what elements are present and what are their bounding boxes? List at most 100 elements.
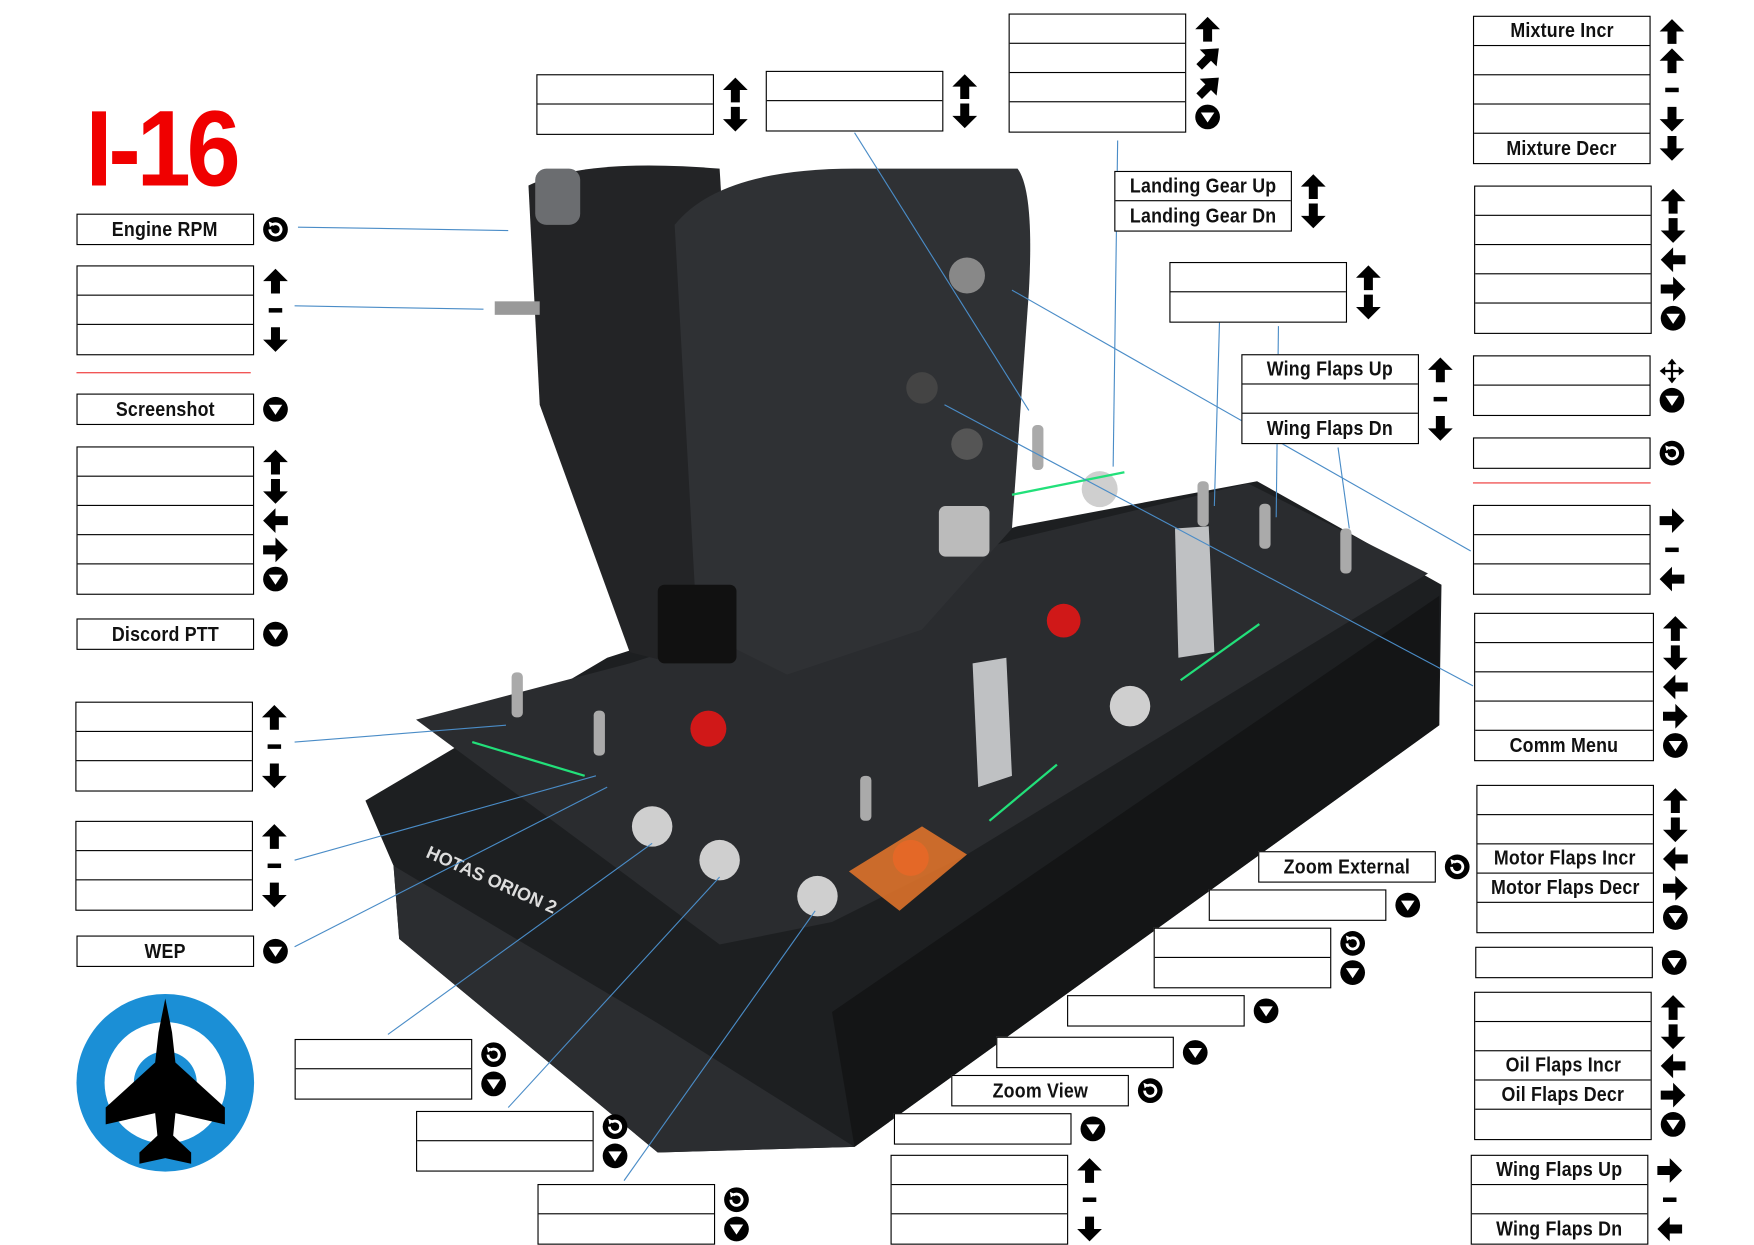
binding-field[interactable] [76, 732, 252, 762]
binding-field[interactable] [1474, 386, 1649, 415]
binding-field[interactable] [1474, 46, 1650, 76]
binding-field[interactable] [1010, 102, 1185, 131]
binding-field[interactable] [1009, 73, 1186, 103]
binding-field[interactable] [1170, 263, 1346, 293]
binding-field[interactable] [1475, 1022, 1651, 1052]
binding-field[interactable]: Motor Flaps Decr [1477, 874, 1653, 903]
binding-field[interactable] [1154, 929, 1331, 958]
binding-field[interactable] [766, 72, 943, 102]
binding-field[interactable] [1009, 44, 1186, 74]
binding-field[interactable]: Zoom External [1259, 852, 1434, 881]
binding-field[interactable] [767, 101, 942, 130]
binding-field[interactable] [895, 1114, 1070, 1143]
binding-label: Discord PTT [111, 622, 219, 645]
binding-field[interactable] [417, 1141, 592, 1170]
binding-field[interactable] [76, 851, 252, 881]
arrow-down-icon [1354, 292, 1383, 321]
binding-field[interactable] [1474, 105, 1650, 134]
binding-field[interactable]: Motor Flaps Incr [1477, 844, 1653, 874]
binding-field[interactable] [77, 535, 253, 565]
binding-field[interactable] [1477, 903, 1652, 932]
binding-field[interactable] [295, 1040, 472, 1070]
binding-field[interactable]: Landing Gear Up [1115, 172, 1291, 202]
binding-field[interactable] [78, 564, 253, 593]
binding-field[interactable] [537, 105, 712, 134]
binding-field[interactable] [1475, 274, 1651, 304]
binding-field[interactable]: Engine RPM [78, 215, 253, 244]
binding-field[interactable] [997, 1038, 1172, 1067]
binding-field[interactable] [537, 75, 713, 105]
binding-field[interactable] [76, 880, 251, 909]
binding-field[interactable] [1474, 564, 1649, 593]
input-icons [600, 1112, 629, 1170]
binding-field[interactable]: WEP [78, 937, 253, 966]
binding-field[interactable] [77, 266, 253, 296]
binding-field[interactable] [891, 1185, 1068, 1215]
binding-field[interactable] [538, 1185, 714, 1215]
binding-field[interactable]: Wing Flaps Dn [1242, 414, 1417, 443]
binding-field[interactable] [78, 325, 253, 354]
binding-field[interactable] [1475, 1110, 1650, 1139]
arrow-up-icon [260, 822, 289, 851]
binding-field[interactable] [1475, 702, 1653, 731]
binding-field[interactable] [1477, 786, 1653, 816]
binding-field[interactable] [1475, 216, 1651, 246]
dash-icon [261, 296, 290, 325]
binding-field[interactable] [76, 822, 252, 852]
arrow-up-icon [1661, 614, 1690, 643]
binding-field[interactable]: Landing Gear Dn [1115, 201, 1290, 230]
binding-group-right-mouse [1472, 355, 1651, 417]
binding-field[interactable]: Wing Flaps Up [1242, 355, 1418, 385]
binding-field[interactable] [892, 1214, 1067, 1243]
binding-field[interactable] [1475, 245, 1651, 275]
binding-field[interactable] [1210, 891, 1385, 920]
dash-icon [1075, 1185, 1104, 1214]
binding-field[interactable] [1477, 815, 1653, 845]
binding-field[interactable] [1475, 614, 1653, 644]
binding-field[interactable]: Mixture Decr [1474, 134, 1649, 163]
binding-field[interactable]: Wing Flaps Up [1471, 1156, 1648, 1186]
binding-field[interactable] [891, 1156, 1068, 1186]
dash-icon [1657, 75, 1686, 104]
binding-field[interactable] [539, 1214, 714, 1243]
binding-field[interactable]: Zoom View [952, 1076, 1127, 1105]
binding-field[interactable]: Wing Flaps Dn [1472, 1214, 1647, 1243]
binding-field[interactable] [1155, 958, 1330, 987]
binding-field[interactable] [1476, 948, 1651, 977]
binding-field[interactable] [77, 296, 253, 325]
press-icon [1193, 102, 1222, 131]
binding-field[interactable] [76, 703, 252, 732]
binding-field[interactable] [1475, 672, 1653, 702]
binding-field[interactable] [417, 1112, 593, 1142]
arrow-down-icon [1658, 1022, 1687, 1051]
input-icons [1661, 614, 1690, 760]
binding-field[interactable]: Comm Menu [1475, 731, 1653, 760]
binding-field[interactable]: Screenshot [78, 395, 253, 424]
binding-field[interactable]: Oil Flaps Incr [1475, 1051, 1651, 1081]
binding-field[interactable] [1474, 356, 1650, 386]
input-icons [1443, 852, 1472, 881]
binding-field[interactable] [77, 448, 253, 477]
binding-field[interactable] [1171, 292, 1346, 321]
binding-field[interactable] [296, 1069, 471, 1098]
binding-field[interactable] [1475, 643, 1653, 673]
binding-field[interactable] [77, 477, 253, 506]
binding-field[interactable] [1474, 439, 1649, 468]
binding-field[interactable] [1475, 187, 1651, 216]
binding-field[interactable] [1009, 15, 1186, 44]
binding-field[interactable]: Mixture Incr [1474, 17, 1650, 47]
binding-field[interactable] [1068, 996, 1243, 1025]
binding-field[interactable] [1242, 385, 1418, 414]
binding-field[interactable] [1471, 1185, 1648, 1215]
binding-field[interactable] [1475, 304, 1650, 333]
binding-field[interactable]: Oil Flaps Decr [1475, 1081, 1651, 1110]
binding-field[interactable]: Discord PTT [78, 620, 253, 649]
binding-field[interactable] [77, 506, 253, 536]
binding-field[interactable] [1474, 535, 1650, 565]
binding-field[interactable] [1474, 506, 1650, 536]
binding-field[interactable] [76, 761, 251, 790]
binding-field[interactable] [1475, 993, 1651, 1023]
binding-field[interactable] [1474, 75, 1650, 105]
